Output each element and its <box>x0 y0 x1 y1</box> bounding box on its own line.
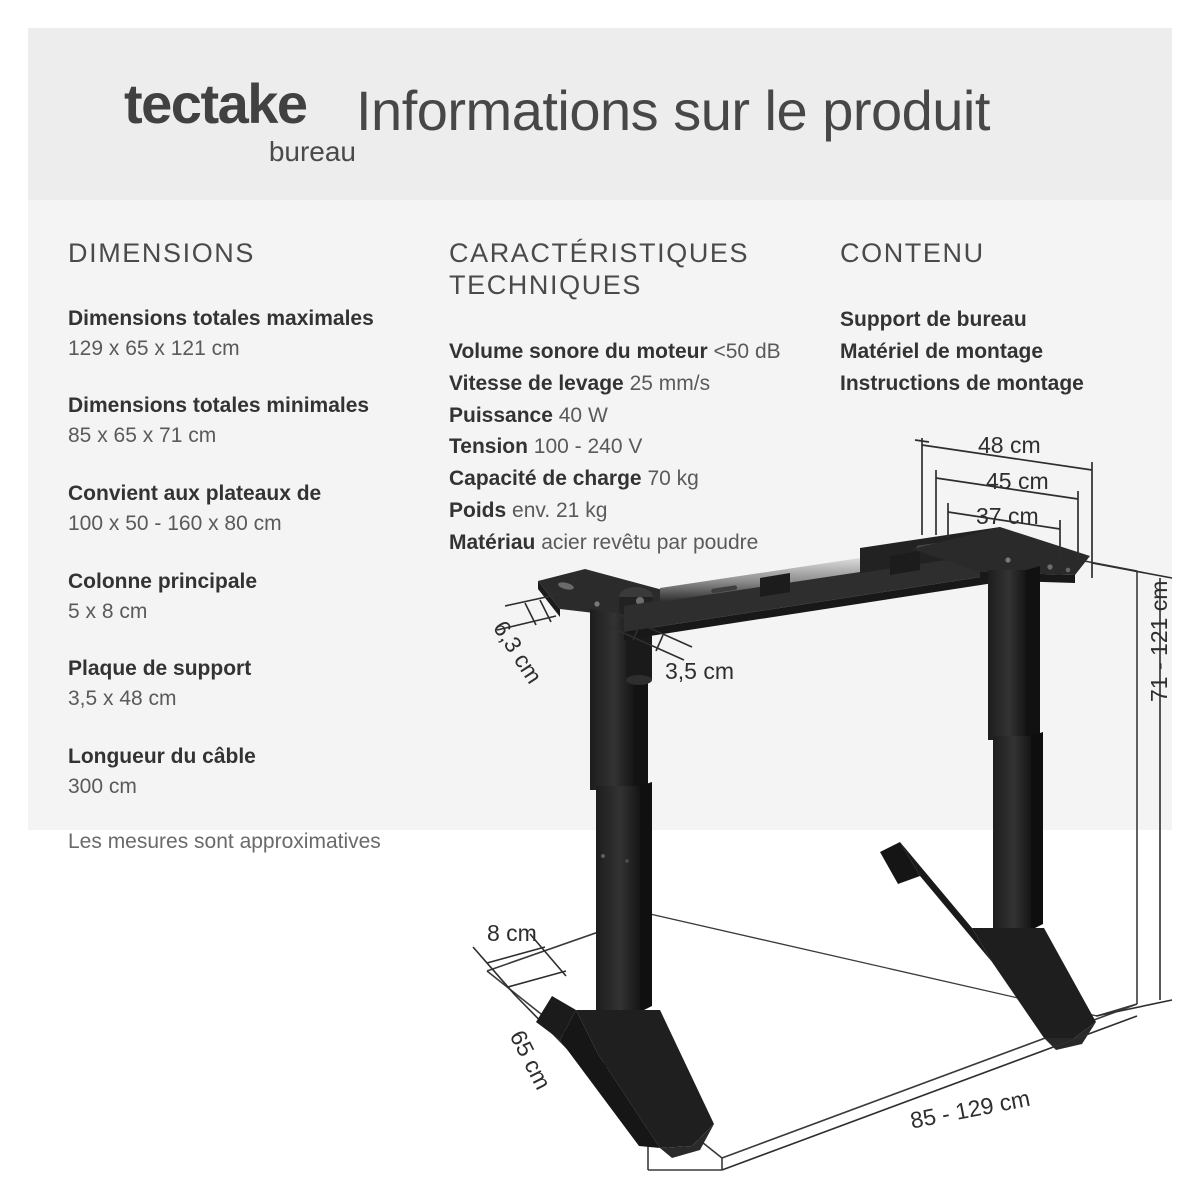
dimension-label-foot-depth: 65 cm <box>504 1026 557 1094</box>
header: tectake bureau <box>28 28 1172 200</box>
brand-logo: tectake bureau <box>96 76 356 166</box>
techspec-row: Poids env. 21 kg <box>449 495 829 527</box>
techspecs-heading: CARACTÉRISTIQUES TECHNIQUES <box>449 238 829 302</box>
dimension-value: 5 x 8 cm <box>68 599 148 623</box>
dimension-group: Dimensions totales maximales 129 x 65 x … <box>68 304 438 364</box>
dimensions-column: DIMENSIONS Dimensions totales maximales … <box>68 238 438 854</box>
dimension-label: Dimensions totales maximales <box>68 306 374 330</box>
techspec-row: Volume sonore du moteur <50 dB <box>449 336 829 368</box>
dimension-value: 85 x 65 x 71 cm <box>68 424 217 448</box>
techspec-label: Matériau <box>449 531 536 555</box>
content-item: Matériel de montage <box>840 339 1044 363</box>
dimension-label: Convient aux plateaux de <box>68 482 322 506</box>
dimension-label: Plaque de support <box>68 657 252 681</box>
techspec-value: 70 kg <box>647 467 699 491</box>
dimension-label-top-plate-outer: 48 cm <box>978 432 1041 458</box>
techspec-row: Matériau acier revêtu par poudre <box>449 527 829 559</box>
techspec-label: Poids <box>449 499 507 523</box>
dimension-label-crossbeam-depth: 3,5 cm <box>665 658 735 684</box>
dimension-value: 100 x 50 - 160 x 80 cm <box>68 511 282 535</box>
dimension-label-top-plate-middle: 45 cm <box>986 468 1049 494</box>
techspec-value: 25 mm/s <box>629 371 711 395</box>
techspec-row: Vitesse de levage 25 mm/s <box>449 368 829 400</box>
techspec-row: Tension 100 - 240 V <box>449 431 829 463</box>
dimension-label-foot-width: 8 cm <box>487 920 537 946</box>
techspec-value: <50 dB <box>713 339 781 363</box>
contents-heading: CONTENU <box>840 238 985 268</box>
techspec-label: Vitesse de levage <box>449 371 624 395</box>
dimension-group: Convient aux plateaux de 100 x 50 - 160 … <box>68 479 438 539</box>
dimension-label-frame-width: 85 - 129 cm <box>908 1084 1033 1134</box>
dimension-value: 3,5 x 48 cm <box>68 687 177 711</box>
dimension-group: Plaque de support 3,5 x 48 cm <box>68 654 438 714</box>
brand-subtitle: bureau <box>268 136 356 167</box>
techspec-value: acier revêtu par poudre <box>541 531 759 555</box>
dimension-label-column-height: 71 - 121 cm <box>1146 580 1172 702</box>
dimension-label-top-plate-inner: 37 cm <box>976 503 1039 529</box>
contents-column: CONTENU Support de bureau Matériel de mo… <box>840 238 1140 400</box>
dimension-frame-width <box>721 1015 1138 1171</box>
dimensions-note: Les mesures sont approximatives <box>68 829 381 853</box>
dimension-label: Dimensions totales minimales <box>68 394 370 418</box>
dimension-group: Longueur du câble 300 cm <box>68 742 438 802</box>
techspec-value: 40 W <box>558 403 608 427</box>
dimension-group: Dimensions totales minimales 85 x 65 x 7… <box>68 391 438 451</box>
dimension-label: Colonne principale <box>68 569 258 593</box>
techspec-row: Puissance 40 W <box>449 400 829 432</box>
dimension-value: 129 x 65 x 121 cm <box>68 336 240 360</box>
techspecs-column: CARACTÉRISTIQUES TECHNIQUES Volume sonor… <box>449 238 829 559</box>
techspec-value: 100 - 240 V <box>533 435 643 459</box>
techspecs-heading-line2: TECHNIQUES <box>449 269 643 300</box>
header-panel-background <box>28 28 1172 200</box>
content-item: Support de bureau <box>840 307 1027 331</box>
techspec-value: env. 21 kg <box>512 499 608 523</box>
dimension-label: Longueur du câble <box>68 744 256 768</box>
page-title: Informations sur le produit <box>356 79 990 142</box>
techspec-label: Tension <box>449 435 528 459</box>
techspec-label: Puissance <box>449 403 553 427</box>
techspec-row: Capacité de charge 70 kg <box>449 463 829 495</box>
brand-name: tectake <box>124 72 308 135</box>
dimension-group: Colonne principale 5 x 8 cm <box>68 567 438 627</box>
techspec-label: Volume sonore du moteur <box>449 339 708 363</box>
techspecs-heading-line1: CARACTÉRISTIQUES <box>449 238 750 268</box>
content-item: Instructions de montage <box>840 371 1084 395</box>
techspec-label: Capacité de charge <box>449 467 642 491</box>
dimensions-heading: DIMENSIONS <box>68 238 256 268</box>
dimension-value: 300 cm <box>68 774 137 798</box>
